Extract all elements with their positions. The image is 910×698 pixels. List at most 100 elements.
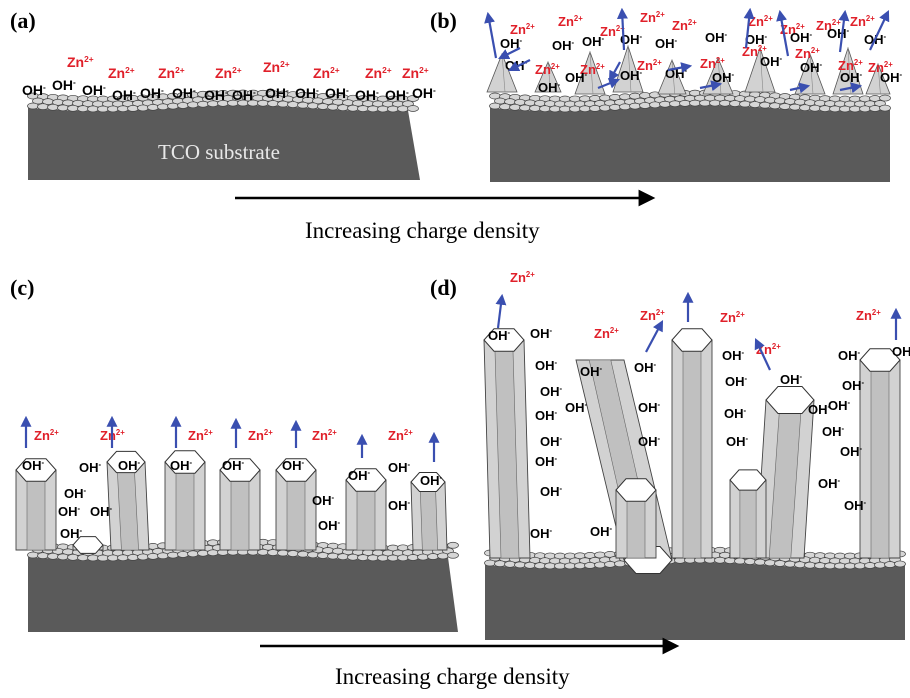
zn-ion: Zn2+ [850, 14, 875, 29]
zn-ion: Zn2+ [365, 65, 392, 81]
zno-nanorod [755, 386, 815, 559]
nucleus-pyramid [657, 58, 687, 95]
oh-ion: OH- [638, 400, 661, 415]
zn-ion: Zn2+ [640, 308, 665, 323]
panel-c-label: (c) [10, 275, 35, 300]
oh-ion: OH- [790, 30, 813, 45]
zn-ion: Zn2+ [388, 428, 413, 443]
oh-ion: OH- [325, 85, 349, 101]
panel-d-label: (d) [430, 275, 457, 300]
caption-top: Increasing charge density [305, 218, 540, 243]
oh-ion: OH- [282, 458, 305, 473]
oh-ion: OH- [582, 34, 605, 49]
oh-ion: OH- [638, 434, 661, 449]
oh-ion: OH- [170, 458, 193, 473]
oh-ion: OH- [140, 85, 164, 101]
oh-ion: OH- [822, 424, 845, 439]
oh-ion: OH- [634, 360, 657, 375]
oh-ion: OH- [388, 460, 411, 475]
oh-ion: OH- [535, 358, 558, 373]
migration-arrow [743, 7, 755, 49]
zn-ion: Zn2+ [640, 10, 665, 25]
oh-ion: OH- [800, 60, 823, 75]
zn-ion: Zn2+ [188, 428, 213, 443]
oh-ion: OH- [840, 70, 863, 85]
nucleus-pyramid [486, 52, 518, 93]
oh-ion: OH- [808, 402, 831, 417]
substrate-block [485, 562, 905, 640]
oh-ion: OH- [745, 32, 768, 47]
zn-ion: Zn2+ [748, 14, 773, 29]
substrate-b [489, 89, 891, 182]
zno-nanorod [729, 469, 767, 559]
migration-arrow [789, 82, 811, 94]
oh-ion: OH- [818, 476, 841, 491]
oh-ion: OH- [827, 26, 850, 41]
oh-ion: OH- [724, 406, 747, 421]
oh-ion: OH- [79, 460, 102, 475]
zn-ion: Zn2+ [672, 18, 697, 33]
substrates [27, 89, 906, 640]
panel-a-label: (a) [10, 8, 36, 33]
oh-ion: OH- [580, 364, 603, 379]
zn-ion: Zn2+ [510, 270, 535, 285]
oh-ion: OH- [725, 374, 748, 389]
oh-ion: OH- [540, 384, 563, 399]
migration-arrow [597, 78, 621, 90]
oh-ion: OH- [780, 372, 803, 387]
zn-ion: Zn2+ [510, 22, 535, 37]
oh-ion: OH- [388, 498, 411, 513]
migration-arrow [498, 47, 521, 59]
panel-b-label: (b) [430, 8, 457, 33]
oh-ion: OH- [540, 434, 563, 449]
oh-ion: OH- [722, 348, 745, 363]
oh-ion: OH- [505, 58, 528, 73]
nucleus-pyramid [612, 44, 644, 93]
zn-ion: Zn2+ [158, 65, 185, 81]
oh-ion: OH- [232, 87, 256, 103]
migration-arrow [616, 7, 628, 51]
zno-nanorod [72, 536, 104, 554]
oh-ion: OH- [530, 526, 553, 541]
zn-ion: Zn2+ [312, 428, 337, 443]
migration-arrow [839, 82, 863, 94]
zno-nanorod [106, 450, 150, 551]
zno-nanorod [410, 471, 448, 551]
migration-arrow [699, 80, 723, 92]
oh-ion: OH- [60, 526, 83, 541]
migration-arrow [869, 10, 890, 51]
oh-ion: OH- [118, 458, 141, 473]
zno-nanorod [15, 458, 57, 551]
migration-arrow [838, 9, 850, 53]
zno-nanorod [483, 328, 531, 559]
caption-bottom: Increasing charge density [335, 664, 570, 689]
substrate-d [484, 546, 906, 640]
oh-ion: OH- [535, 454, 558, 469]
zno-nanorod [671, 328, 713, 559]
zno-nanorod [859, 348, 901, 559]
oh-ion: OH- [620, 68, 643, 83]
substrate-label: TCO substrate [158, 140, 280, 164]
oh-ion: OH- [760, 54, 783, 69]
oh-ion: OH- [58, 504, 81, 519]
zn-ion: Zn2+ [67, 54, 94, 70]
oh-ion: OH- [620, 32, 643, 47]
zno-nanorod [345, 468, 387, 551]
oh-ion: OH- [712, 70, 735, 85]
oh-ion: OH- [828, 398, 851, 413]
migration-arrow [754, 338, 771, 371]
migration-arrow [667, 62, 693, 73]
oh-ion: OH- [552, 38, 575, 53]
zn-ion: Zn2+ [248, 428, 273, 443]
nucleus-pyramid [574, 50, 606, 95]
oh-ion: OH- [540, 484, 563, 499]
zn-ion: Zn2+ [34, 428, 59, 443]
nucleus-pyramid [865, 62, 891, 95]
oh-ion: OH- [22, 458, 45, 473]
oh-ion: OH- [838, 348, 861, 363]
substrate-block [28, 554, 458, 632]
nucleus-pyramid [744, 46, 776, 93]
zno-nanorod [164, 450, 206, 551]
zn-ion: Zn2+ [535, 62, 560, 77]
